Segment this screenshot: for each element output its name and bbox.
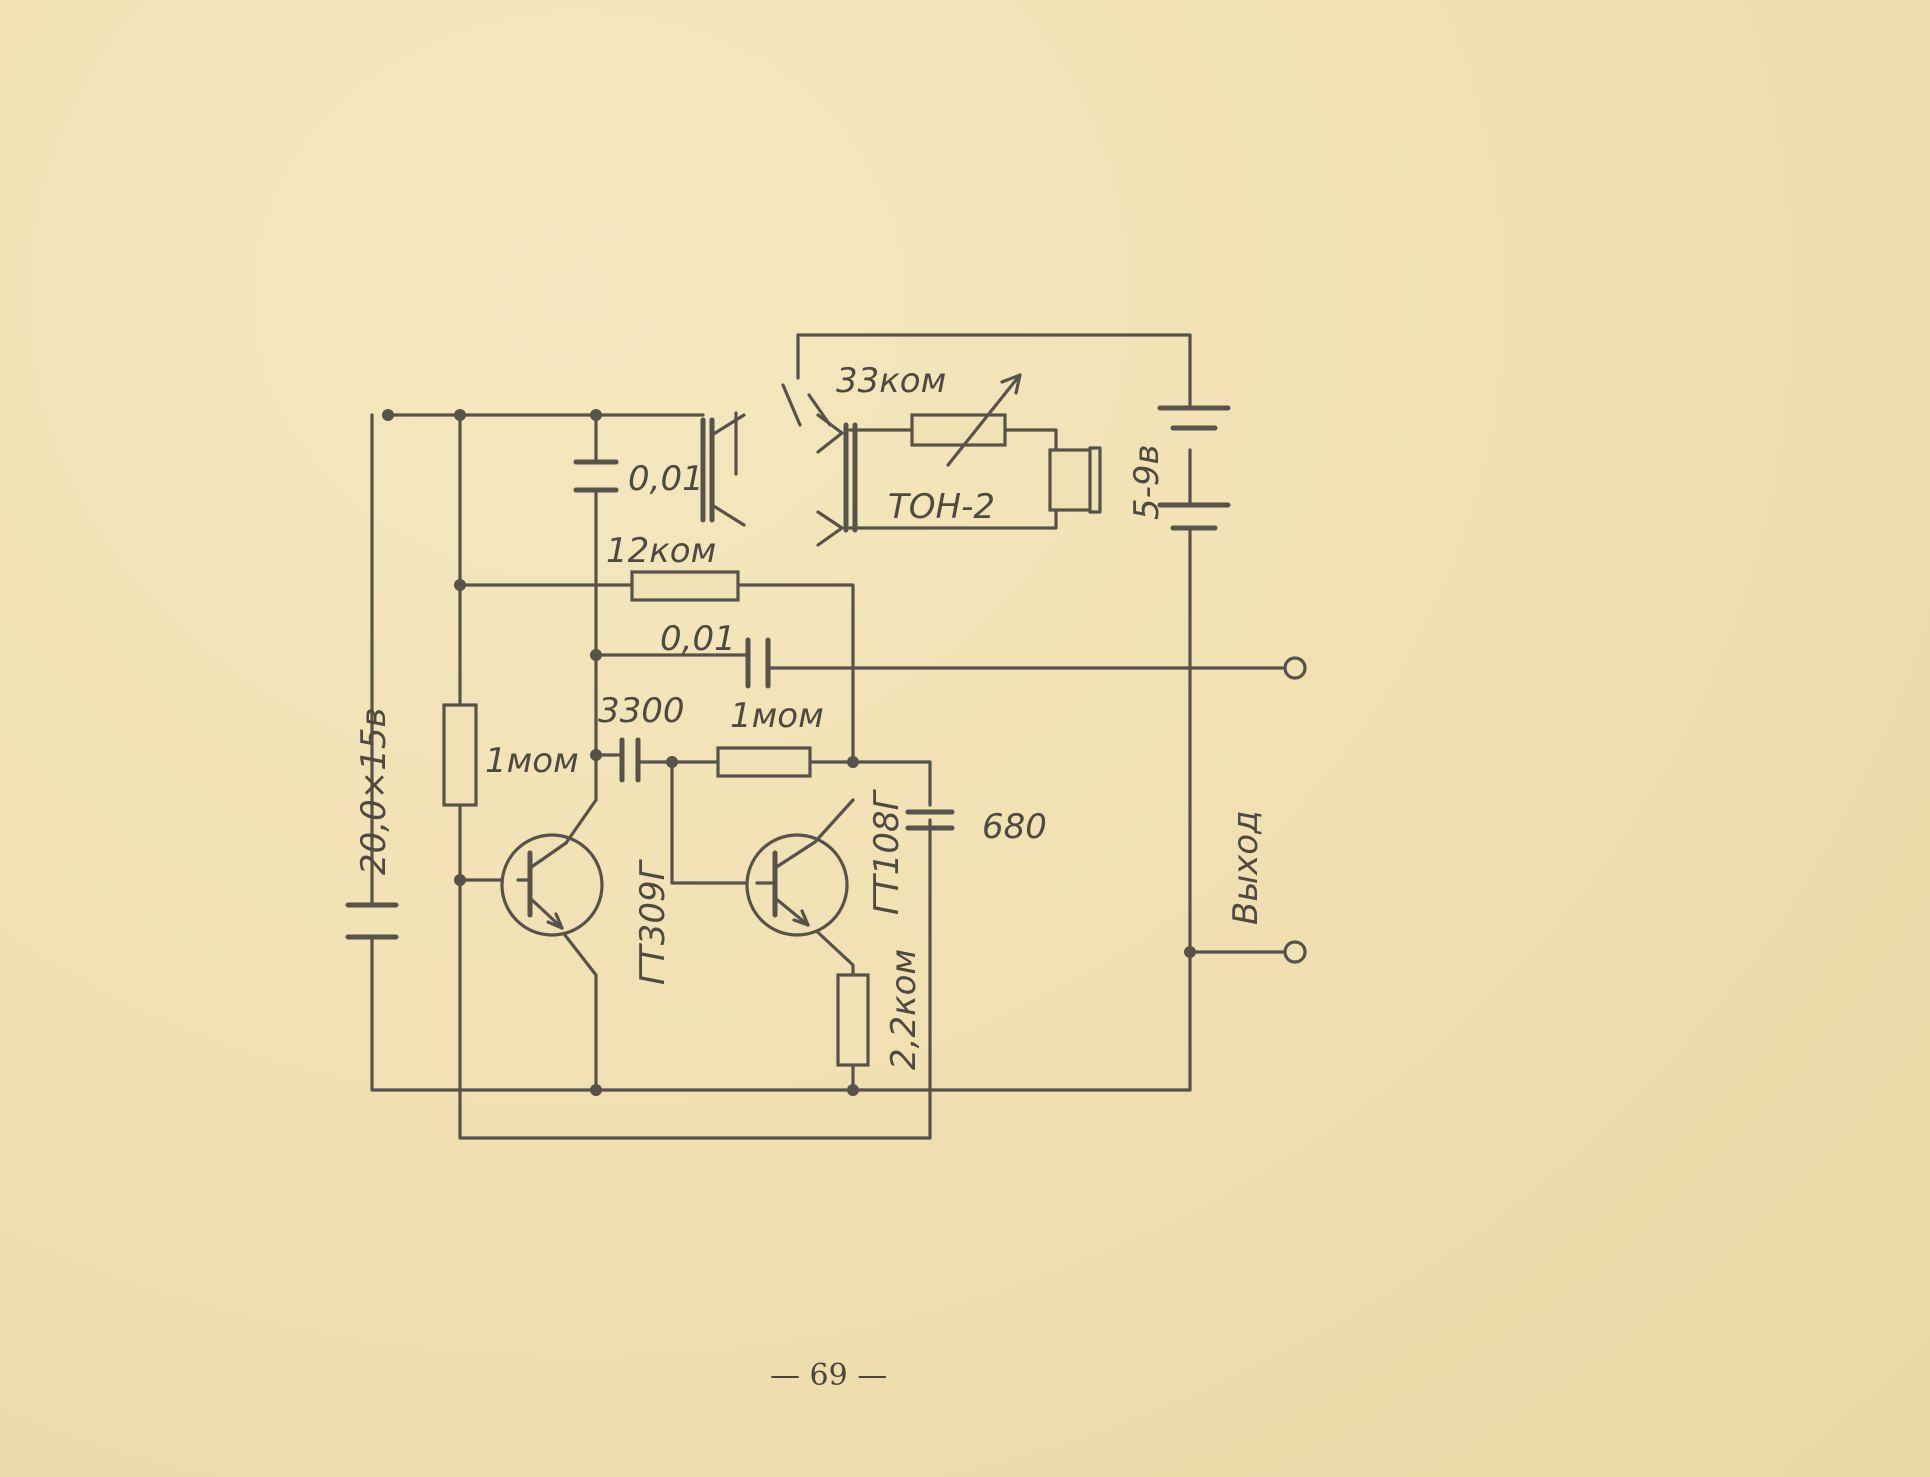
label-c-out: 0,01 (660, 619, 736, 659)
terminal-bottom (1283, 940, 1307, 964)
label-t2: ГТ108Г (867, 788, 907, 915)
capacitor-0-01-output (745, 637, 771, 689)
terminal-top (1283, 656, 1307, 680)
resistor-2k2 (836, 973, 870, 1067)
label-r-12k: 12ком (606, 531, 716, 571)
label-headphone: ТОН-2 (888, 487, 995, 527)
label-r-1mom-left: 1мом (485, 741, 579, 781)
headphone-ton2 (1048, 446, 1102, 514)
label-r-var: 33ком (836, 361, 946, 401)
output-terminals (1283, 656, 1307, 964)
capacitor-electrolytic (345, 902, 399, 940)
battery (1157, 405, 1231, 531)
transistor-gt108g (745, 798, 855, 937)
label-c-3300: 3300 (598, 691, 685, 731)
resistor-33k-variable (910, 373, 1022, 467)
label-c-680: 680 (982, 807, 1047, 847)
label-c-electrolytic: 20,0×15в (354, 708, 394, 876)
resistor-12k (630, 570, 740, 602)
label-r-1mom-mid: 1мом (730, 696, 824, 736)
capacitor-680 (905, 809, 955, 831)
label-output: Выход (1226, 810, 1266, 925)
label-battery: 5-9в (1127, 444, 1167, 520)
capacitor-3300 (619, 737, 641, 783)
capacitor-0-01-top (573, 459, 619, 493)
resistor-1mom-left (442, 703, 478, 807)
transistor-gt309g (500, 798, 604, 937)
resistor-1mom-mid (716, 746, 812, 778)
page-number: — 69 — (770, 1358, 887, 1393)
phone-jack (700, 383, 858, 547)
label-r-2k2: 2,2ком (884, 949, 924, 1070)
label-c-top: 0,01 (628, 459, 704, 499)
label-t1: ГТ309Г (633, 858, 673, 985)
junctions (382, 409, 1196, 1096)
